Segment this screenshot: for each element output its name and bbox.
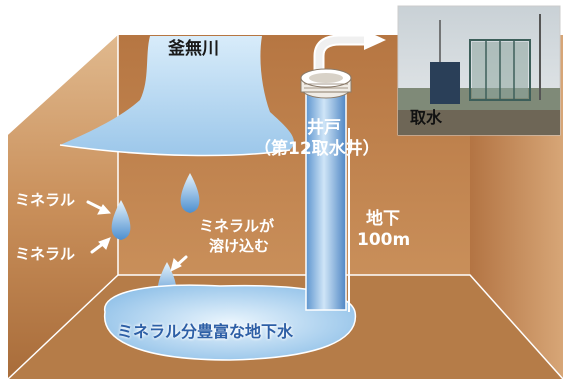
well-label: 井戸 [307,118,341,138]
well-number-label: （第12取水井） [254,139,380,159]
intake-photo [397,5,561,136]
well-casing [305,91,347,311]
pointer-arrows [86,200,188,272]
mineral-label: ミネラル [15,245,76,263]
mineral-dissolve-label: 溶け込む [209,237,270,255]
water-drop [180,173,200,213]
depth-value: 100m [357,230,411,250]
photo-caption: 取水 [410,108,443,127]
water-drop [111,200,131,240]
river-shape [60,36,294,156]
well [300,30,386,312]
river-surface-edge [59,144,291,157]
groundwater-label: ミネラル分豊富な地下水 [117,322,294,341]
depth-label: 地下 [366,209,400,229]
box-edge-lines [117,35,563,379]
mineral-label: ミネラル [15,191,76,209]
mineral-dissolve-label: ミネラルが [199,217,275,235]
river-label: 釜無川 [168,39,219,59]
box-edge-line [7,274,119,379]
well-head [300,68,352,99]
groundwater-pool [104,284,357,361]
ground-front-face [8,35,118,379]
pipe-arrowhead [364,30,386,50]
